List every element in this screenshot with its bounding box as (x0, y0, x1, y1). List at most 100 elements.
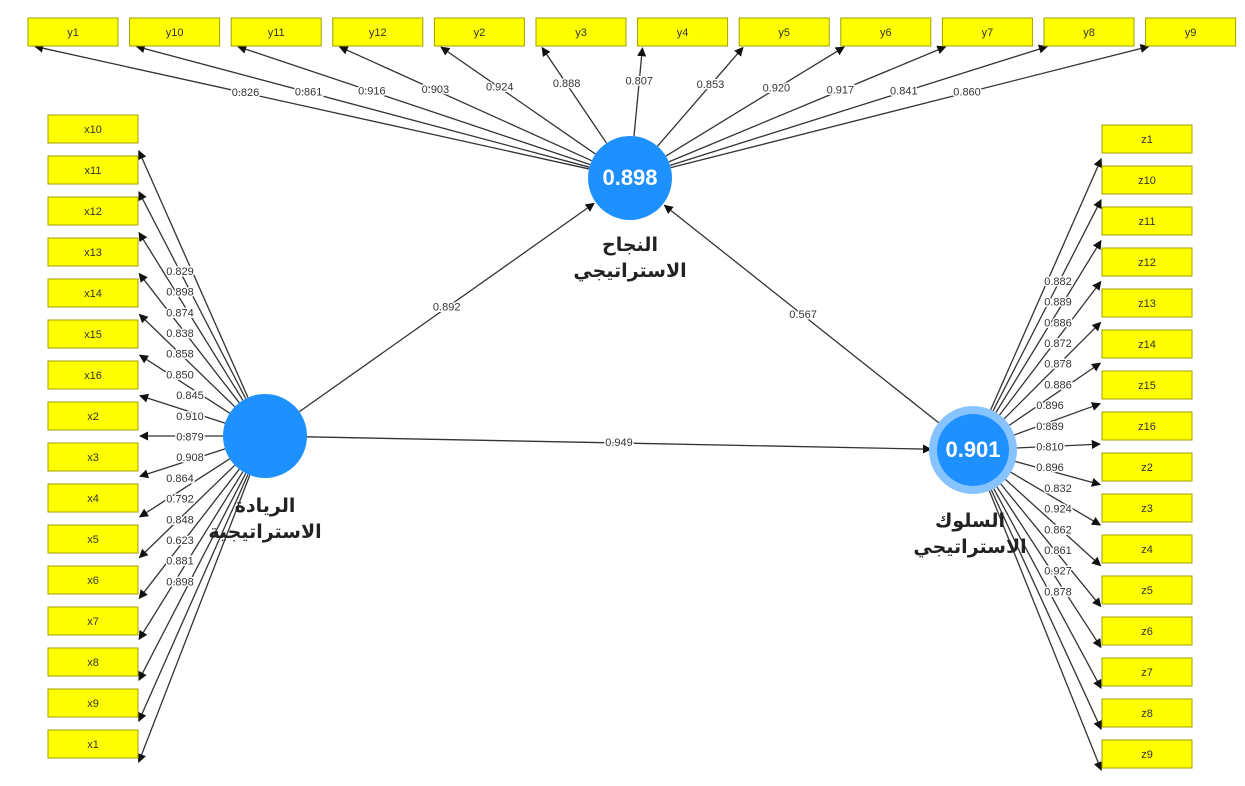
indicator-label: y5 (778, 27, 790, 39)
loading-line (633, 47, 647, 137)
loading-line (997, 480, 1102, 608)
indicator-y8[interactable] (1043, 17, 1135, 47)
indicator-x1[interactable] (47, 729, 139, 759)
indicator-z9[interactable] (1101, 739, 1193, 769)
indicator-x11[interactable] (47, 155, 139, 185)
indicator-z13[interactable] (1101, 288, 1193, 318)
indicator-x2[interactable] (47, 401, 139, 431)
loading-line (139, 393, 226, 424)
loading-value: 0.853 (697, 79, 725, 91)
indicator-y7[interactable] (941, 17, 1033, 47)
loading-value: 0.886 (1044, 379, 1072, 391)
loading-line (138, 473, 247, 682)
loading-value: 0.908 (176, 452, 204, 464)
indicator-y3[interactable] (535, 17, 627, 47)
loading-value: 0.896 (1036, 462, 1064, 474)
indicator-z2[interactable] (1101, 452, 1193, 482)
loading-line (139, 448, 226, 479)
indicator-x6[interactable] (47, 565, 139, 595)
indicator-y11[interactable] (230, 17, 322, 47)
indicator-y1[interactable] (27, 17, 119, 47)
construct-success[interactable] (588, 136, 672, 220)
indicator-x8[interactable] (47, 647, 139, 677)
indicator-y12[interactable] (332, 17, 424, 47)
loading-line (993, 239, 1102, 417)
loading-value: 0.872 (1044, 338, 1072, 350)
indicator-x5[interactable] (47, 524, 139, 554)
indicator-x14[interactable] (47, 278, 139, 308)
indicator-z3[interactable] (1101, 493, 1193, 523)
indicator-label: z11 (1139, 216, 1156, 228)
indicator-z5[interactable] (1101, 575, 1193, 605)
label-line: الاستراتيجي (913, 536, 1027, 558)
r-squared-value: 0.901 (945, 437, 1000, 462)
indicator-x7[interactable] (47, 606, 139, 636)
indicator-z6[interactable] (1101, 616, 1193, 646)
loading-line (665, 46, 845, 157)
indicator-x15[interactable] (47, 319, 139, 349)
indicator-y5[interactable] (738, 17, 830, 47)
indicator-x4[interactable] (47, 483, 139, 513)
indicator-z16[interactable] (1101, 411, 1193, 441)
indicator-x9[interactable] (47, 688, 139, 718)
loading-line (34, 43, 590, 170)
indicator-z10[interactable] (1101, 165, 1193, 195)
loading-line (990, 198, 1102, 415)
path-behavior-success (663, 204, 943, 426)
indicator-z15[interactable] (1101, 370, 1193, 400)
indicator-label: y7 (982, 27, 994, 39)
indicator-label: x14 (84, 288, 102, 300)
indicator-label: z12 (1138, 257, 1156, 269)
indicator-label: x15 (84, 329, 102, 341)
loading-line (135, 44, 590, 168)
loading-value: 0.879 (176, 432, 204, 444)
indicator-y9[interactable] (1145, 17, 1237, 47)
loading-value: 0.862 (1044, 524, 1072, 536)
indicator-y10[interactable] (129, 17, 221, 47)
indicator-label: z16 (1138, 421, 1156, 433)
path-coefficient: 0.567 (789, 309, 817, 321)
loading-value: 0.878 (1044, 359, 1072, 371)
indicator-z8[interactable] (1101, 698, 1193, 728)
loading-value: 0.924 (486, 82, 514, 94)
construct-label-entrepreneurship: الريادة الاستراتيجية (175, 493, 355, 545)
loading-value: 0.838 (166, 328, 194, 340)
indicator-label: y2 (474, 27, 486, 39)
construct-entrepreneurship[interactable] (223, 394, 307, 478)
indicator-z11[interactable] (1101, 206, 1193, 236)
indicator-z1[interactable] (1101, 124, 1193, 154)
indicator-z7[interactable] (1101, 657, 1193, 687)
loading-line (670, 44, 1150, 169)
indicator-x10[interactable] (47, 114, 139, 144)
loading-line (1002, 476, 1102, 567)
construct-behavior[interactable] (937, 414, 1009, 486)
loading-line (138, 458, 231, 518)
indicator-label: z14 (1138, 339, 1156, 351)
indicator-x12[interactable] (47, 196, 139, 226)
indicator-z4[interactable] (1101, 534, 1193, 564)
indicator-x3[interactable] (47, 442, 139, 472)
indicator-label: x10 (84, 124, 102, 136)
indicator-label: x7 (87, 616, 99, 628)
loading-value: 0.810 (1036, 442, 1064, 454)
indicator-x16[interactable] (47, 360, 139, 390)
loading-line (1010, 402, 1101, 437)
indicator-label: z10 (1138, 175, 1156, 187)
loading-value: 0.860 (953, 86, 981, 98)
indicator-y6[interactable] (840, 17, 932, 47)
indicator-y2[interactable] (433, 17, 525, 47)
indicator-z12[interactable] (1101, 247, 1193, 277)
indicator-x13[interactable] (47, 237, 139, 267)
loading-value: 0.927 (1044, 566, 1072, 578)
indicator-z14[interactable] (1101, 329, 1193, 359)
indicator-label: x12 (84, 206, 102, 218)
indicator-label: y8 (1083, 27, 1095, 39)
loading-line (991, 484, 1102, 690)
loading-line (237, 44, 591, 166)
loading-line (669, 44, 1048, 166)
indicator-y4[interactable] (637, 17, 729, 47)
indicator-label: x11 (85, 165, 102, 177)
indicator-label: x3 (87, 452, 99, 464)
indicator-label: z15 (1138, 380, 1156, 392)
indicator-label: z2 (1141, 462, 1153, 474)
